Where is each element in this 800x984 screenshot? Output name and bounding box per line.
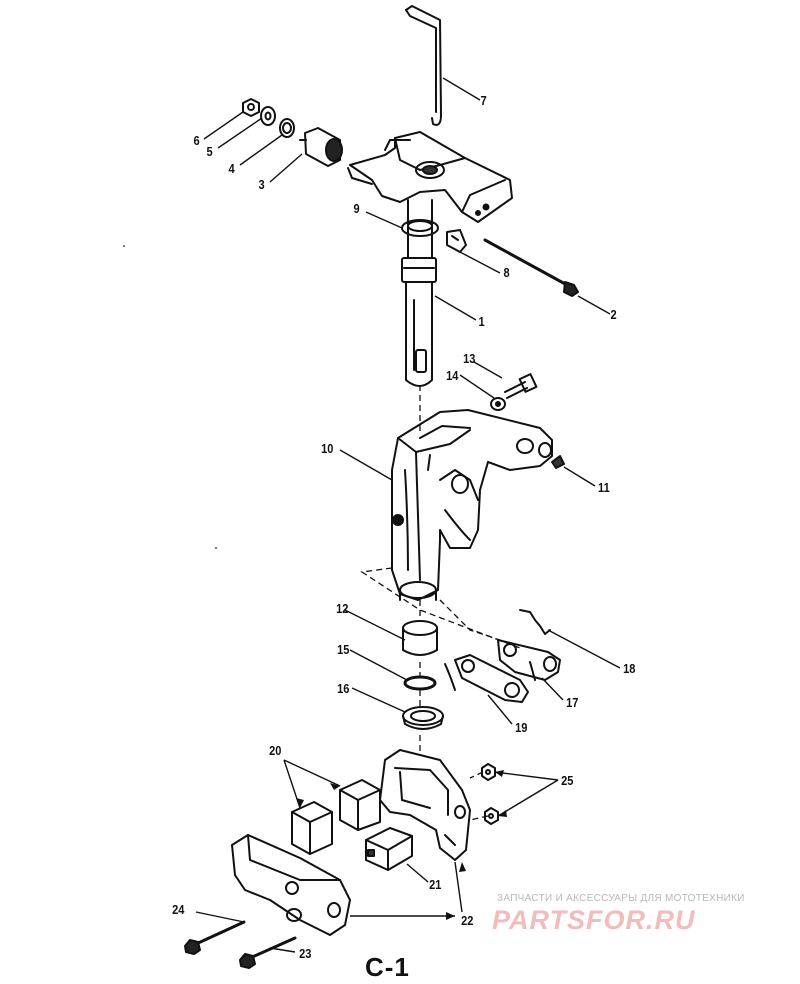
part-11-grease-fitting: [551, 455, 565, 469]
label-part-19: 19: [515, 720, 528, 735]
part-23-bolt: [239, 936, 297, 969]
label-part-8: 8: [503, 265, 510, 280]
label-part-3: 3: [258, 177, 265, 192]
part-6-nut: [242, 98, 260, 117]
label-part-11: 11: [598, 480, 610, 495]
part-22-clamp-bracket-rear: [379, 749, 471, 861]
part-7-wire-link: [405, 5, 442, 126]
speck: [215, 547, 217, 549]
watermark-caption: ЗАПЧАСТИ И АКСЕССУАРЫ ДЛЯ МОТОТЕХНИКИ: [497, 893, 745, 904]
part-14-washer: [490, 397, 506, 411]
part-12-bushing: [402, 620, 438, 656]
part-22-clamp-bracket-front: [231, 834, 351, 936]
label-part-10: 10: [321, 441, 334, 456]
part-17-lock-link: [497, 639, 561, 681]
leader-lines: [195, 77, 621, 953]
part-10-swivel-bracket: [391, 409, 553, 601]
part-25-nut-lower: [484, 807, 499, 825]
label-part-17: 17: [566, 695, 579, 710]
label-part-23: 23: [299, 946, 312, 961]
label-part-12: 12: [336, 601, 349, 616]
tiller-bracket: [347, 131, 513, 223]
label-part-16: 16: [337, 681, 350, 696]
label-part-15: 15: [337, 642, 350, 657]
label-part-4: 4: [228, 161, 235, 176]
part-20-pad-front: [291, 801, 333, 855]
part-4-lockwasher: [279, 118, 295, 138]
part-13-screw: [504, 373, 538, 399]
leader-arrowheads: [296, 770, 507, 920]
label-part-6: 6: [193, 133, 200, 148]
part-3-bushing: [299, 127, 343, 167]
label-part-7: 7: [480, 93, 487, 108]
part-18-spring: [519, 609, 551, 635]
speck: [123, 245, 125, 247]
part-8-clip: [446, 229, 467, 253]
label-part-25: 25: [561, 773, 574, 788]
label-part-5: 5: [206, 144, 213, 159]
part-15-o-ring: [403, 675, 437, 691]
part-5-washer: [260, 106, 276, 126]
part-16-retaining-ring: [402, 706, 444, 730]
diagram-title: C-1: [365, 952, 410, 982]
label-part-2: 2: [610, 307, 617, 322]
part-25-nut-upper: [481, 763, 496, 781]
label-part-24: 24: [172, 902, 185, 917]
part-20-pad-rear: [339, 779, 381, 831]
label-part-9: 9: [353, 201, 360, 216]
part-24-bolt: [184, 920, 246, 955]
label-part-13: 13: [463, 351, 476, 366]
alignment-lines: [360, 385, 521, 821]
part-19-lever: [444, 654, 529, 703]
label-part-21: 21: [429, 877, 442, 892]
watermark-logo: PARTSFOR.RU: [492, 905, 696, 935]
label-part-20: 20: [269, 743, 282, 758]
part-2-through-bolt: [483, 238, 579, 297]
label-part-14: 14: [446, 368, 459, 383]
label-part-22: 22: [461, 913, 474, 928]
label-part-18: 18: [623, 661, 636, 676]
label-part-1: 1: [478, 314, 485, 329]
part-21-block: [365, 827, 413, 871]
